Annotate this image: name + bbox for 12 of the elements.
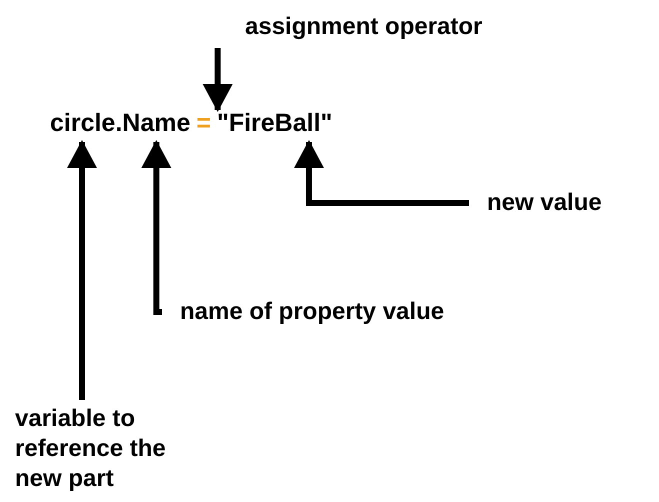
leader-arrow	[67, 140, 97, 400]
leader-arrow	[294, 140, 469, 206]
operator-text: =	[196, 108, 211, 138]
code-text: Name	[122, 108, 190, 138]
code-text: circle.	[50, 108, 122, 138]
code-text: "FireBall"	[216, 108, 332, 138]
leader-arrow	[202, 48, 233, 112]
annotation-text: new value	[487, 188, 657, 218]
annotation-text: name of property value	[180, 297, 480, 327]
leader-arrow	[141, 140, 172, 315]
annotation-text: assignment operator	[245, 12, 535, 42]
annotation-text: variable to reference the new part	[15, 404, 215, 494]
